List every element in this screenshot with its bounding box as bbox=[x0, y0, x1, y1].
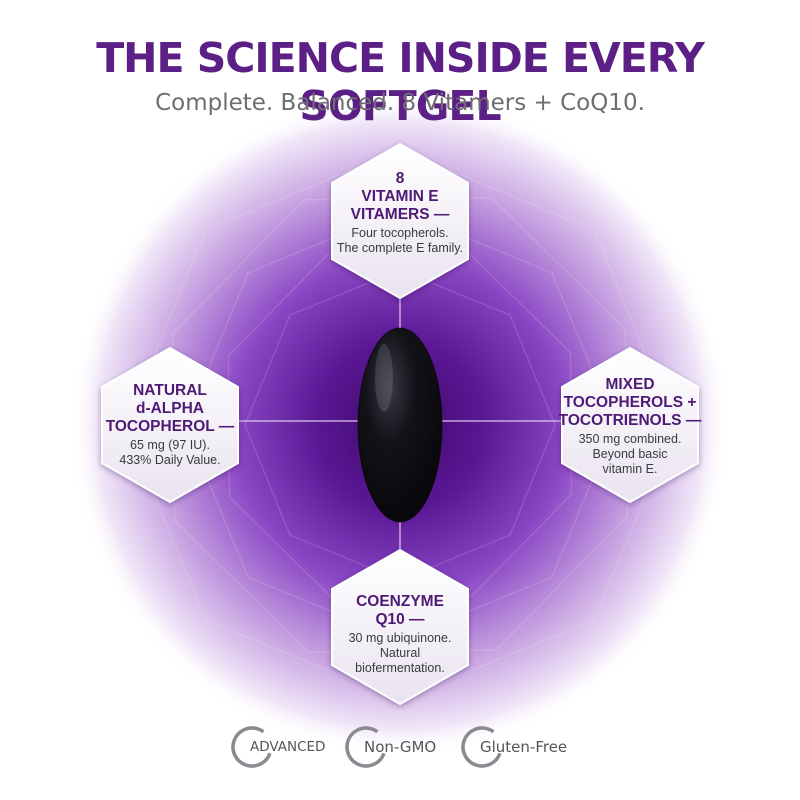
feature-heading-line: COENZYME bbox=[356, 593, 444, 610]
feature-body-line: 30 mg ubiquinone. bbox=[348, 631, 452, 645]
badge-gluten-free: Gluten-Free bbox=[460, 724, 567, 770]
hex-top bbox=[331, 142, 469, 300]
feature-vitamers: 8 VITAMIN E VITAMERS — Four tocopherols.… bbox=[322, 170, 478, 256]
badge-label: Gluten-Free bbox=[480, 738, 568, 756]
feature-body-line: Beyond basic bbox=[592, 447, 668, 461]
circle-badge-icon bbox=[345, 726, 387, 768]
feature-heading-line: VITAMIN E bbox=[361, 188, 439, 205]
hexagon-cards bbox=[101, 142, 699, 706]
feature-body-line: Natural bbox=[379, 646, 421, 660]
feature-body-line: biofermentation. bbox=[355, 661, 445, 675]
badge-advanced: ADVANCED bbox=[230, 724, 325, 770]
softgel-capsule bbox=[357, 327, 443, 523]
feature-heading-line: VITAMERS — bbox=[350, 206, 450, 223]
feature-mixed-tocopherols: MIXED TOCOPHEROLS + TOCOTRIENOLS — 350 m… bbox=[555, 376, 705, 477]
feature-heading-line: TOCOTRIENOLS — bbox=[558, 412, 702, 429]
feature-body-line: vitamin E. bbox=[602, 462, 658, 476]
feature-heading-line: TOCOPHEROLS + bbox=[563, 394, 697, 411]
feature-body-line: 65 mg (97 IU). bbox=[130, 438, 210, 452]
feature-heading-line: MIXED bbox=[605, 376, 655, 393]
feature-coq10: COENZYME Q10 — 30 mg ubiquinone. Natural… bbox=[325, 593, 475, 676]
badge-non-gmo: Non-GMO bbox=[344, 724, 436, 770]
page-subtitle: Complete. Balanced. 8 Vitamers + CoQ10. bbox=[155, 90, 645, 116]
feature-body-line: Four tocopherols. bbox=[351, 226, 449, 240]
feature-heading-line: NATURAL bbox=[133, 382, 207, 399]
feature-d-alpha: NATURAL d-ALPHA TOCOPHEROL — 65 mg (97 I… bbox=[95, 382, 245, 468]
badge-label: Non-GMO bbox=[364, 738, 437, 756]
feature-body-line: 433% Daily Value. bbox=[119, 453, 221, 467]
page-title: THE SCIENCE INSIDE EVERY SOFTGEL bbox=[96, 34, 705, 130]
hex-right bbox=[561, 346, 699, 504]
feature-heading-line: Q10 — bbox=[375, 611, 425, 628]
feature-body-line: The complete E family. bbox=[336, 241, 464, 255]
circle-badge-icon bbox=[231, 726, 273, 768]
hex-bottom bbox=[331, 548, 469, 706]
hex-left bbox=[101, 346, 239, 504]
badge-label: ADVANCED bbox=[250, 739, 326, 755]
feature-heading-line: d-ALPHA bbox=[135, 400, 205, 417]
circle-badge-icon bbox=[461, 726, 503, 768]
feature-heading-line: TOCOPHEROL — bbox=[105, 418, 235, 435]
feature-body-line: 350 mg combined. bbox=[578, 432, 682, 446]
feature-heading-line: 8 bbox=[395, 170, 405, 187]
